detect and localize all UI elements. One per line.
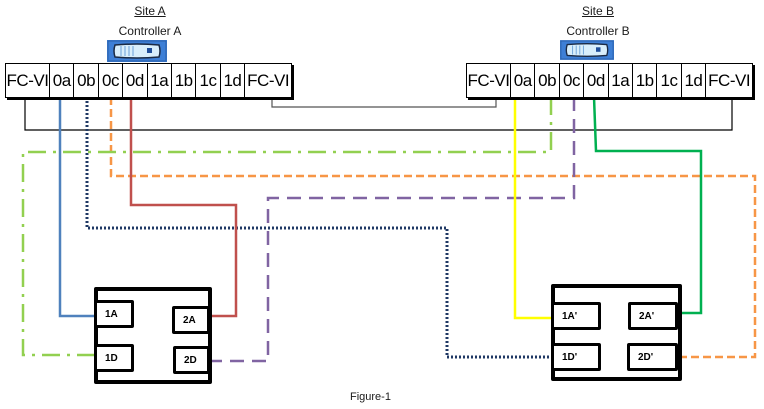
fcvi-link-inner [271,97,497,108]
port-fcvi[interactable]: FC-VI [708,70,751,90]
shelf-port-1a[interactable]: 1A [94,300,134,328]
shelf-port-2d-prime[interactable]: 2D' [627,343,678,371]
port-1a[interactable]: 1a [148,64,172,97]
cable-b0c-to-2d [210,97,576,363]
port-1a[interactable]: 1a [609,64,633,97]
port-fcvi[interactable]: FC-VI [6,64,50,97]
shelf-port-1a-prime[interactable]: 1A' [551,302,601,330]
port-0b[interactable]: 0b [74,64,99,97]
fcvi-link-outer [24,97,733,131]
port-1b[interactable]: 1b [633,64,658,97]
cable-a0a-to-1a [58,97,95,318]
shelf-port-1d[interactable]: 1D [94,344,134,372]
site-a-port-strip: FC-VI 0a 0b 0c 0d 1a 1b 1c 1d FC-VI [5,63,293,98]
port-1b[interactable]: 1b [172,64,197,97]
port-0d[interactable]: 0d [123,64,148,97]
disk-shelf-site-b: 1A' 2A' 1D' 2D' [551,284,682,381]
site-a-title: Site A [134,4,166,18]
site-b-port-strip: FC-VI 0a 0b 0c 0d 1a 1b 1c 1d FC-VI [466,63,754,98]
cable-b0d-to-2a-prime [592,96,703,315]
port-fcvi[interactable]: FC-VI [467,64,511,97]
figure-caption: Figure-1 [350,391,391,403]
shelf-port-1d-prime[interactable]: 1D' [551,343,601,371]
port-0a[interactable]: 0a [50,64,75,97]
port-0a[interactable]: 0a [511,64,536,97]
controller-b-label: Controller B [566,24,630,38]
shelf-port-2a[interactable]: 2A [172,306,210,334]
shelf-port-2a-prime[interactable]: 2A' [628,302,678,330]
port-0c[interactable]: 0c [560,64,585,97]
cable-b0b-to-1d [21,97,553,357]
shelf-port-2d[interactable]: 2D [173,346,210,374]
site-b-title: Site B [581,4,614,18]
port-0c[interactable]: 0c [99,64,124,97]
storage-controller-icon [107,40,167,62]
port-1c[interactable]: 1c [196,64,221,97]
disk-shelf-site-a: 1A 2A 1D 2D [94,287,212,384]
port-1d[interactable]: 1d [221,64,246,97]
cable-b0a-to-1a-prime [513,97,551,320]
cable-a0c-to-2d-prime [109,97,757,359]
port-0d[interactable]: 0d [584,64,609,97]
port-0b[interactable]: 0b [535,64,560,97]
port-fcvi[interactable]: FC-VI [247,70,290,90]
cable-a0d-to-2a [129,97,238,318]
port-1d[interactable]: 1d [682,64,707,97]
port-1c[interactable]: 1c [657,64,682,97]
controller-a-label: Controller A [118,24,182,38]
storage-controller-icon [560,40,614,60]
